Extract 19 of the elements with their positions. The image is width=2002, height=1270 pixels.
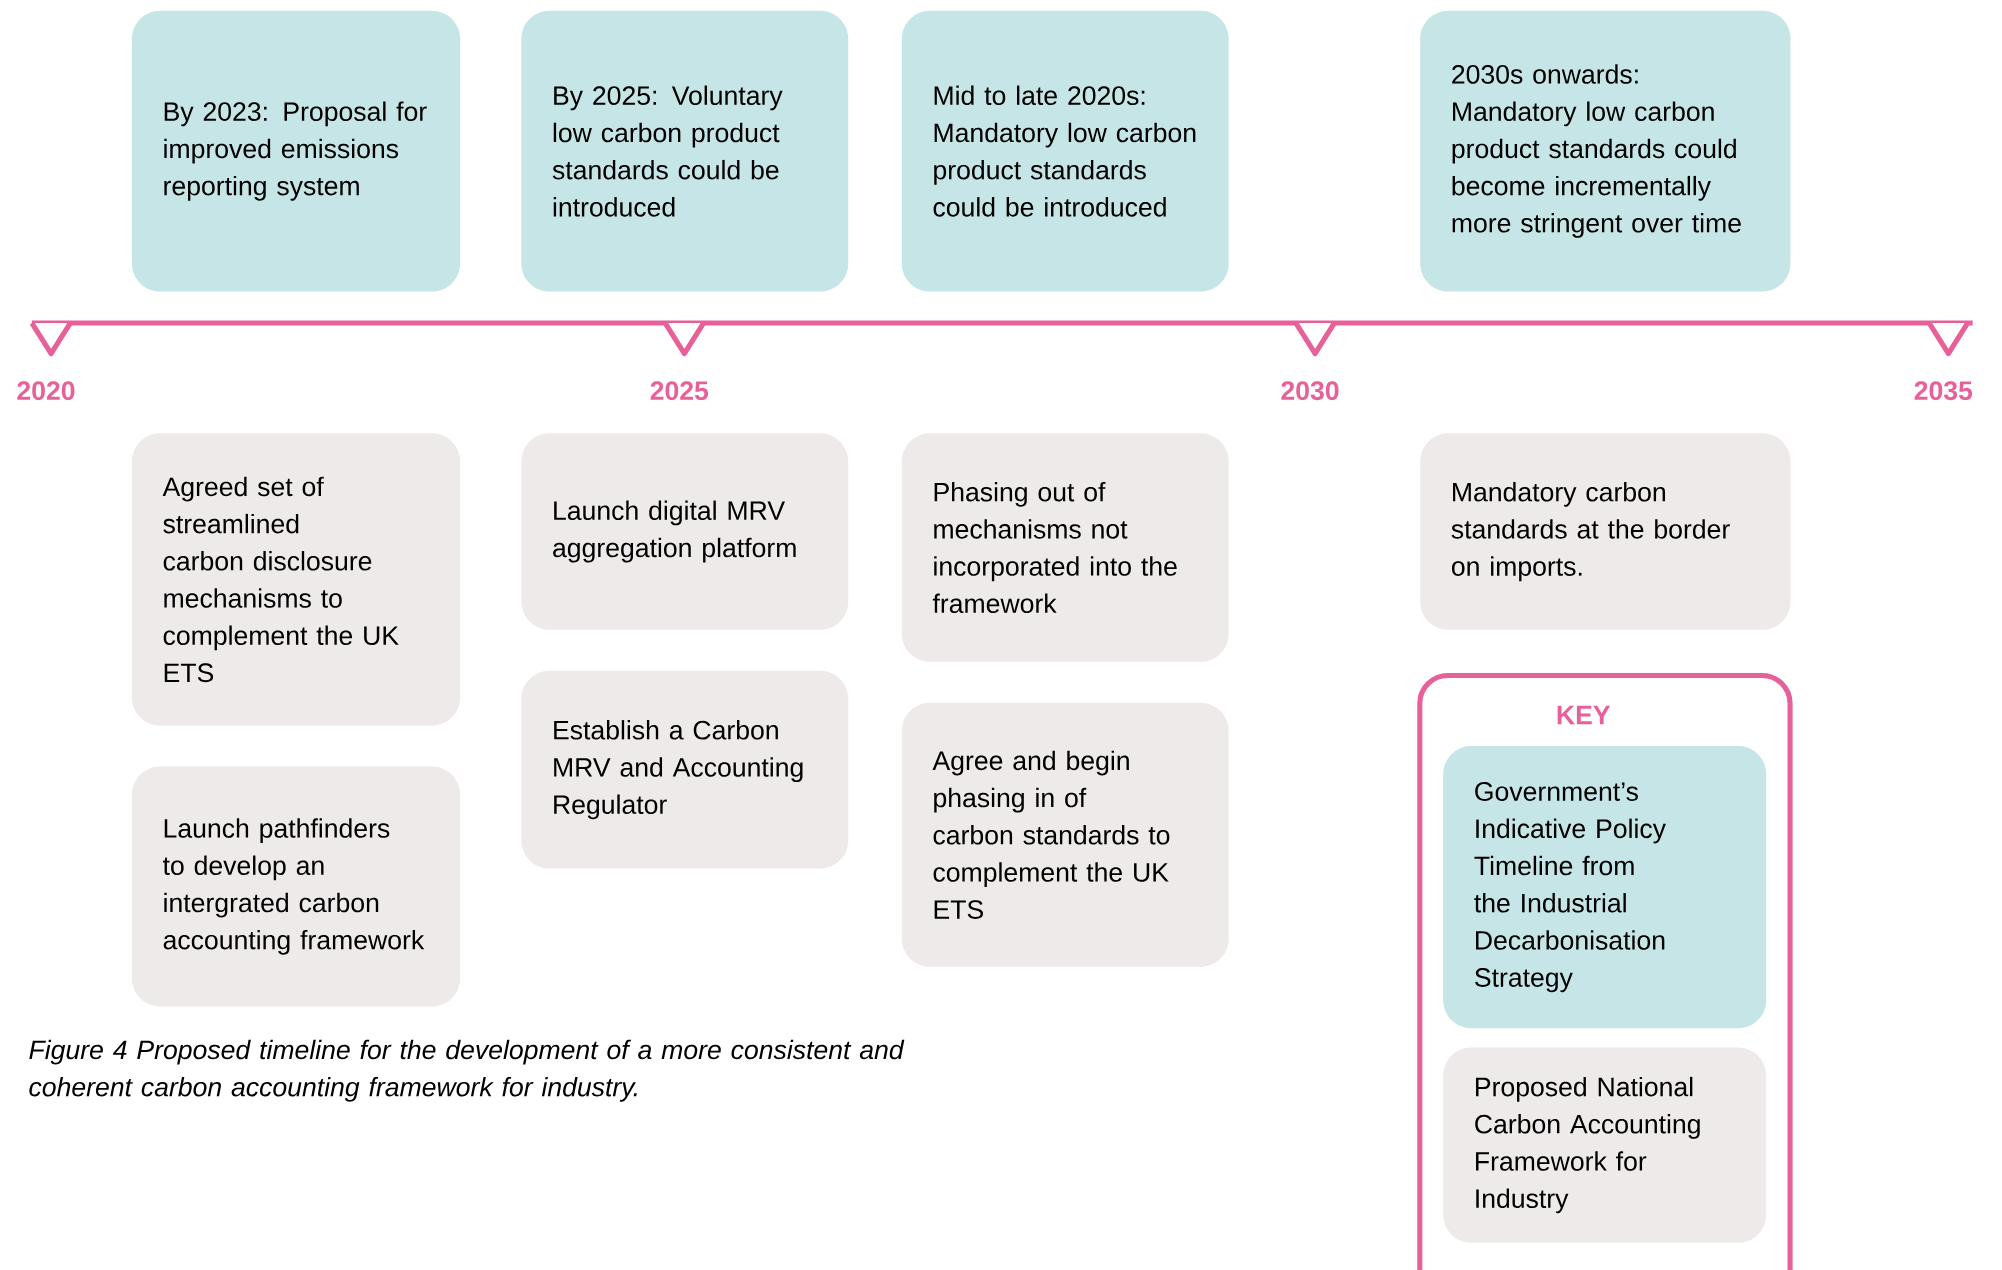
year-label: 2035 [1914,381,1973,400]
legend-item: Government’s Indicative Policy Timeline from the Industrial Decarbonisation Strategy [1443,745,1767,1029]
legend-item: Proposed National Carbon Accounting Framework for Industry [1443,1047,1767,1243]
milestone-box: Agree and begin phasing in of carbon standards to complement the UK ETS [901,702,1229,967]
milestone-box: 2030s onwards: Mandatory low carbon product standards could become incrementally more stringent over time [1420,10,1791,292]
figure-caption: Figure 4 Proposed timeline for the development of a more consistent and coherent carbon accounting framework for industry. [29,1039,905,1102]
milestone-box: Launch digital MRV aggregation platform [521,433,849,630]
milestone-box: By 2025: Voluntary low carbon product standards could be introduced [521,10,849,292]
year-label: 2020 [17,381,75,400]
year-label: 2025 [650,381,709,400]
year-label: 2030 [1281,381,1339,400]
milestone-box: Establish a Carbon MRV and Accounting Regulator [521,670,849,869]
milestone-box: Mandatory carbon standards at the border on imports. [1420,433,1791,630]
milestone-box: Phasing out of mechanisms not incorporated into the framework [901,433,1229,662]
key-heading: KEY [1557,705,1611,724]
milestone-box: Agreed set of streamlined carbon disclosure mechanisms to complement the UK ETS [131,433,461,726]
milestone-box: By 2023: Proposal for improved emissions reporting system [131,10,461,292]
milestone-box: Launch pathfinders to develop an intergrated carbon accounting framework [131,766,461,1007]
milestone-box: Mid to late 2020s: Mandatory low carbon product standards could be introduced [901,10,1229,292]
